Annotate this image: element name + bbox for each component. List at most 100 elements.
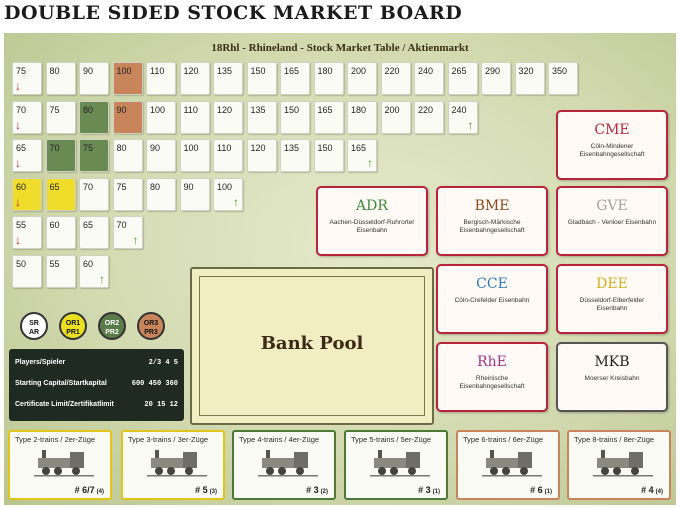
board-heading: 18Rhl - Rhineland - Stock Market Table /… bbox=[211, 42, 469, 54]
locomotive-icon bbox=[482, 450, 542, 477]
market-cell[interactable]: 65 bbox=[79, 216, 109, 249]
market-cell[interactable]: 90 bbox=[79, 62, 109, 95]
market-cell[interactable]: 150 bbox=[313, 139, 344, 172]
market-cell[interactable]: 55↓ bbox=[12, 216, 42, 249]
market-cell[interactable]: 165↑ bbox=[347, 139, 377, 172]
market-cell-value: 55 bbox=[16, 220, 27, 230]
market-cell[interactable]: 80 bbox=[112, 139, 143, 172]
market-cell[interactable]: 75↓ bbox=[12, 62, 42, 95]
market-cell[interactable]: 120 bbox=[179, 62, 210, 95]
market-cell[interactable]: 135 bbox=[246, 100, 277, 134]
players-row: Players/Spieler bbox=[15, 359, 65, 366]
market-cell[interactable]: 220 bbox=[414, 100, 444, 134]
corp-charter-dee[interactable]: DEE Düsseldorf-Elberfelder Eisenbahn bbox=[556, 264, 668, 334]
market-cell[interactable]: 240↑ bbox=[447, 100, 478, 134]
corp-charter-rhe[interactable]: RhE Rheinische Eisenbahngesellschaft bbox=[436, 342, 548, 412]
locomotive-icon bbox=[593, 450, 653, 477]
market-cell[interactable]: 65↓ bbox=[12, 139, 42, 172]
corp-charter-bme[interactable]: BME Bergisch-Märkische Eisenbahngesellsc… bbox=[436, 186, 548, 256]
market-cell[interactable]: 110 bbox=[179, 100, 210, 134]
market-cell[interactable]: 75 bbox=[79, 139, 109, 172]
market-cell[interactable]: 180 bbox=[313, 62, 344, 95]
market-cell[interactable]: 75 bbox=[45, 100, 76, 134]
capital-row-label: Starting Capital/Startkapital bbox=[15, 380, 107, 387]
train-count-value: # 6/7 bbox=[74, 485, 95, 495]
market-cell-value: 100 bbox=[116, 66, 132, 76]
arrow-down-icon: ↓ bbox=[15, 79, 21, 93]
market-cell[interactable]: 110 bbox=[213, 139, 243, 172]
market-cell[interactable]: 165 bbox=[313, 100, 344, 134]
market-cell[interactable]: 65 bbox=[45, 177, 76, 211]
train-box[interactable]: Type 5-trains / 5er-Züge# 3(1) bbox=[344, 430, 448, 500]
market-cell-value: 240 bbox=[451, 104, 467, 115]
market-cell[interactable]: 60↑ bbox=[79, 254, 109, 288]
market-cell[interactable]: 220 bbox=[380, 62, 411, 95]
market-cell[interactable]: 60↓ bbox=[12, 177, 42, 211]
market-cell-value: 65 bbox=[16, 143, 27, 153]
market-cell[interactable]: 290 bbox=[481, 62, 511, 95]
corp-abbr: CCE bbox=[476, 276, 508, 292]
market-cell[interactable]: 70 bbox=[79, 177, 109, 211]
train-box[interactable]: Type 6-trains / 6er-Züge# 6(1) bbox=[456, 430, 560, 500]
corp-charter-mkb[interactable]: MKB Moerser Kreisbahn bbox=[556, 342, 668, 412]
train-box[interactable]: Type 3-trains / 3er-Züge# 5(3) bbox=[121, 430, 225, 500]
train-count: # 3(1) bbox=[418, 485, 440, 495]
market-cell[interactable]: 60 bbox=[45, 216, 76, 249]
round-disc-line2: PR3 bbox=[144, 329, 158, 336]
market-cell[interactable]: 75 bbox=[112, 177, 143, 211]
train-title: Type 8-trains / 8er-Züge bbox=[574, 435, 655, 444]
corp-charter-cce[interactable]: CCE Cöln-Crefelder Eisenbahn bbox=[436, 264, 548, 334]
market-cell[interactable]: 55 bbox=[45, 254, 76, 288]
market-cell[interactable]: 80 bbox=[146, 177, 176, 211]
market-cell[interactable]: 120 bbox=[213, 100, 243, 134]
market-cell[interactable]: 100 bbox=[146, 100, 176, 134]
market-cell[interactable]: 80 bbox=[45, 62, 76, 95]
corp-charter-gve[interactable]: GVE Gladbach - Venloer Eisenbahn bbox=[556, 186, 668, 256]
market-cell[interactable]: 265 bbox=[447, 62, 478, 95]
arrow-up-icon: ↑ bbox=[99, 271, 105, 286]
market-cell[interactable]: 135 bbox=[280, 139, 310, 172]
bank-pool[interactable]: Bank Pool bbox=[190, 267, 434, 425]
market-cell[interactable]: 70↓ bbox=[12, 100, 42, 134]
market-cell[interactable]: 100 bbox=[179, 139, 210, 172]
market-cell-value: 180 bbox=[351, 104, 367, 115]
market-cell-value: 90 bbox=[183, 181, 194, 192]
market-cell[interactable]: 80 bbox=[79, 100, 109, 134]
train-box[interactable]: Type 8-trains / 8er-Züge# 4(4) bbox=[567, 430, 671, 500]
corp-charter-adr[interactable]: ADR Aachen-Düsseldorf-Ruhrorter Eisenbah… bbox=[316, 186, 428, 256]
market-cell[interactable]: 150 bbox=[280, 100, 310, 134]
market-cell[interactable]: 110 bbox=[146, 62, 176, 95]
train-box[interactable]: Type 2-trains / 2er-Züge# 6/7(4) bbox=[8, 430, 112, 500]
train-box[interactable]: Type 4-trains / 4er-Züge# 3(2) bbox=[232, 430, 336, 500]
market-cell[interactable]: 90 bbox=[179, 177, 210, 211]
market-cell[interactable]: 90 bbox=[146, 139, 176, 172]
market-cell[interactable]: 50 bbox=[12, 254, 42, 288]
market-cell[interactable]: 180 bbox=[347, 100, 377, 134]
corp-name: Gladbach - Venloer Eisenbahn bbox=[567, 219, 657, 226]
market-cell[interactable]: 100 bbox=[112, 62, 143, 95]
market-cell[interactable]: 100↑ bbox=[213, 177, 243, 211]
market-cell[interactable]: 90 bbox=[112, 100, 143, 134]
market-cell-value: 70 bbox=[49, 143, 60, 153]
market-cell[interactable]: 165 bbox=[280, 62, 310, 95]
market-cell[interactable]: 70 bbox=[45, 139, 76, 172]
corp-charter-cme[interactable]: CME Cöln-Mindener Eisenbahngesellschaft bbox=[556, 110, 668, 180]
market-cell[interactable]: 150 bbox=[246, 62, 277, 95]
market-cell[interactable]: 120 bbox=[246, 139, 277, 172]
market-cell[interactable]: 240 bbox=[414, 62, 444, 95]
market-cell-value: 150 bbox=[284, 104, 300, 115]
market-cell[interactable]: 320 bbox=[514, 62, 545, 95]
market-cell[interactable]: 350 bbox=[548, 62, 578, 95]
market-cell[interactable]: 200 bbox=[347, 62, 377, 95]
market-cell[interactable]: 70↑ bbox=[112, 216, 143, 249]
market-cell-value: 320 bbox=[518, 66, 534, 76]
market-cell-value: 220 bbox=[384, 66, 400, 76]
market-cell[interactable]: 135 bbox=[213, 62, 243, 95]
market-cell-value: 135 bbox=[284, 143, 300, 153]
market-cell[interactable]: 200 bbox=[380, 100, 411, 134]
market-cell-value: 65 bbox=[49, 181, 60, 192]
